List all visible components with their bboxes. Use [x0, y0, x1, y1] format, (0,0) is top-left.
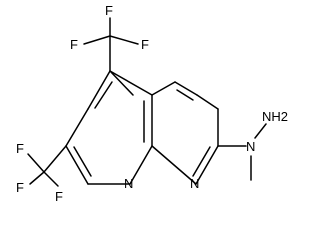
bond-c4a-c5: [151, 81, 176, 96]
fluorine-label: F: [70, 37, 78, 52]
bond-c4a-ring: [109, 70, 153, 96]
bond-cf3-top-f-left: [83, 35, 111, 45]
atom-labels: F F F F F F N N N NH2: [16, 3, 288, 204]
ring-nitrogen-label: N: [124, 176, 133, 191]
bond-c5-c6-inner: [176, 89, 194, 101]
fluorine-label: F: [16, 141, 24, 156]
bond-c8-n-inner: [192, 146, 211, 177]
fluorine-label: F: [55, 189, 63, 204]
right-ring-bonds: [151, 81, 219, 185]
bond-n-c8a: [151, 145, 197, 185]
bond-c4-c3-inner: [94, 81, 113, 109]
bond-c2-n1: [65, 145, 89, 185]
bond-c6-c7: [196, 94, 219, 110]
bond-c3-c2: [65, 108, 89, 147]
molecule-structure-diagram: F F F F F F N N N NH2: [16, 3, 288, 204]
ring-nitrogen-label: N: [190, 176, 199, 191]
bond-c4-c3: [87, 70, 111, 110]
bond-c8-n: [195, 145, 219, 185]
left-ring-bonds: [65, 70, 153, 185]
hydrazine-nitrogen-label: N: [246, 139, 255, 154]
bond-c4-c4a: [109, 70, 134, 96]
bond-c2-n1-inner: [73, 146, 92, 177]
bond-c2-cf3-left: [43, 145, 67, 173]
substituent-bonds: [27, 17, 267, 187]
bond-cf3-left-f-right: [43, 171, 59, 187]
fluorine-label: F: [105, 3, 113, 18]
bond-c5-c6: [174, 81, 198, 96]
bond-cf3-top-f-right: [109, 35, 139, 45]
bond-cf3-left-f-left: [27, 153, 45, 173]
fluorine-label: F: [141, 37, 149, 52]
bond-hydrazine-n-amine: [254, 123, 267, 139]
fluorine-label: F: [16, 180, 24, 195]
amine-label: NH2: [262, 109, 288, 124]
bond-cf3-left-f-down: [29, 171, 45, 185]
bond-c8a-c4a: [129, 145, 153, 185]
